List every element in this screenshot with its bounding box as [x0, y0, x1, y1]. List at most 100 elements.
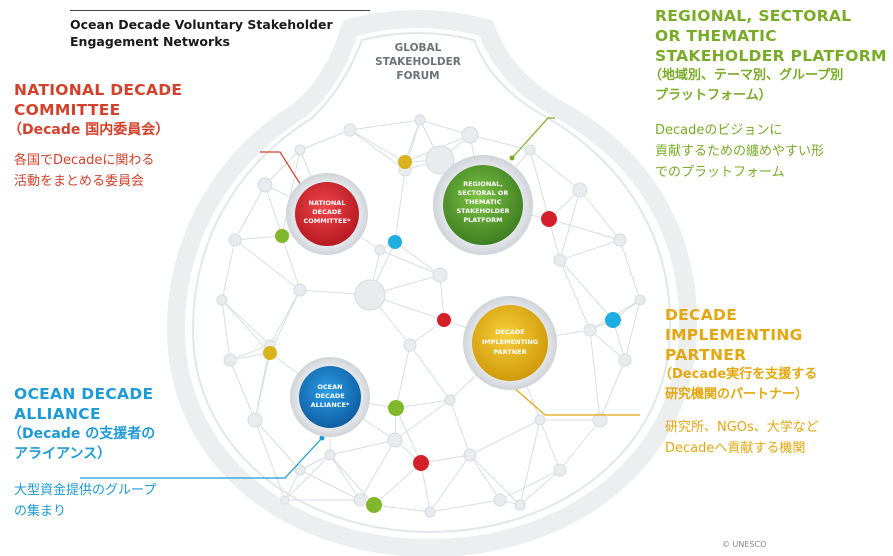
- network-node: [461, 126, 479, 144]
- network-link: [499, 469, 561, 501]
- network-link: [599, 359, 626, 421]
- network-link: [469, 454, 501, 501]
- network-node: [324, 449, 336, 461]
- network-link: [439, 274, 445, 321]
- national-title-line2: COMMITTEE: [14, 101, 121, 119]
- network-node: [634, 294, 646, 306]
- implementing-title-line1: DECADE: [665, 306, 738, 324]
- network-link: [221, 299, 271, 346]
- node-regional-line3: THEMATIC: [465, 198, 502, 206]
- forum-outer-band: [166, 10, 698, 556]
- network-node: [572, 182, 588, 198]
- network-link: [394, 169, 406, 243]
- network-node: [294, 144, 306, 156]
- network-link: [221, 299, 271, 354]
- network-link: [269, 289, 301, 354]
- network-link: [589, 329, 601, 421]
- node-implementing-line1: DECADE: [495, 328, 524, 336]
- network-link: [284, 454, 331, 501]
- network-link: [469, 419, 541, 456]
- network-node: [280, 495, 290, 505]
- node-alliance-line2: DECADE: [315, 392, 344, 400]
- network-link: [539, 419, 561, 471]
- node-implementing-line2: IMPLEMENTING: [482, 338, 538, 346]
- forum-label-line3: FORUM: [396, 70, 439, 82]
- alliance-desc-line1: 大型資金提供のグループ: [14, 483, 157, 498]
- network-link: [299, 129, 351, 151]
- label-regional-platform: REGIONAL, SECTORAL OR THEMATIC STAKEHOLD…: [649, 6, 891, 183]
- network-link: [264, 184, 283, 237]
- regional-desc-line3: でのプラットフォーム: [655, 165, 785, 180]
- network-node: [414, 114, 426, 126]
- forum-label-line1: GLOBAL: [395, 42, 442, 54]
- network-link: [284, 469, 301, 501]
- alliance-subtitle-line1: （Decade の支援者の: [8, 426, 156, 442]
- implementing-description: 研究所、NGOs、大学など Decadeへ貢献する機関: [665, 417, 891, 459]
- network-link: [419, 119, 471, 136]
- leader-dot-regional: [509, 155, 515, 161]
- network-link: [395, 399, 451, 409]
- network-link: [281, 149, 301, 237]
- network-link: [234, 235, 283, 241]
- national-description: 各国でDecadeに関わる 活動をまとめる委員会: [14, 150, 264, 192]
- node-alliance-line3: ALLIANCE*: [311, 401, 350, 409]
- node-regional-line4: STAKEHOLDER: [456, 207, 509, 215]
- node-national-line2: DECADE: [312, 208, 341, 216]
- regional-title-line2: OR THEMATIC: [655, 27, 777, 45]
- network-link: [229, 344, 271, 361]
- alliance-subtitle-line2: アライアンス）: [14, 446, 112, 462]
- network-node: [247, 412, 263, 428]
- network-node: [618, 353, 632, 367]
- page-title-line2: Engagement Networks: [70, 34, 230, 49]
- network-node: [524, 144, 536, 156]
- regional-subtitle-line1: （地域別、テーマ別、グループ別: [649, 68, 844, 83]
- network-link: [395, 407, 422, 464]
- network-node: [432, 267, 448, 283]
- label-national-decade-committee: NATIONAL DECADE COMMITTEE （Decade 国内委員会）…: [8, 80, 264, 192]
- network-link: [469, 454, 521, 506]
- network-nodes: [216, 114, 646, 518]
- leader-dot-alliance: [319, 435, 325, 441]
- network-link: [264, 149, 301, 186]
- leader-line-regional: [511, 117, 555, 159]
- network-node: [343, 123, 357, 137]
- network-link: [394, 241, 441, 276]
- network-link: [359, 439, 396, 501]
- network-node: [425, 145, 455, 175]
- network-link: [254, 419, 301, 471]
- network-node: [354, 279, 386, 311]
- label-ocean-decade-alliance: OCEAN DECADE ALLIANCE （Decade の支援者の アライア…: [8, 384, 254, 522]
- implementing-title-line3: PARTNER: [665, 346, 747, 364]
- network-link: [529, 149, 581, 191]
- network-link: [429, 499, 501, 513]
- network-node: [387, 432, 403, 448]
- node-ocean-decade-alliance: OCEAN DECADE ALLIANCE*: [290, 357, 370, 437]
- national-desc-line1: 各国でDecadeに関わる: [14, 153, 155, 168]
- node-regional-line1: REGIONAL,: [463, 180, 503, 188]
- network-node: [374, 244, 386, 256]
- network-link: [559, 259, 591, 331]
- national-subtitle: （Decade 国内委員会）: [8, 122, 170, 138]
- alliance-description: 大型資金提供のグループ の集まり: [14, 480, 254, 522]
- network-node: [444, 394, 456, 406]
- leader-line-alliance: [80, 437, 323, 479]
- network-node: [293, 283, 307, 297]
- network-link: [269, 289, 301, 346]
- implementing-subtitle-line1: （Decade実行を支援する: [659, 367, 818, 382]
- network-link: [349, 119, 421, 131]
- network-link: [624, 299, 641, 361]
- network-node: [514, 499, 526, 511]
- regional-title-line3: STAKEHOLDER PLATFORM: [655, 47, 887, 65]
- network-link: [221, 239, 236, 301]
- network-link: [254, 419, 286, 501]
- network-link: [349, 129, 406, 163]
- alliance-title-line2: ALLIANCE: [14, 405, 101, 423]
- network-node: [353, 493, 367, 507]
- network-link: [329, 454, 361, 501]
- regional-desc-line1: Decadeのビジョンに: [655, 123, 783, 138]
- national-title-line1: NATIONAL DECADE: [14, 81, 183, 99]
- network-link: [579, 189, 621, 241]
- network-link: [329, 439, 396, 456]
- node-national-line3: COMMITTEE*: [304, 217, 352, 225]
- network-link: [299, 454, 331, 471]
